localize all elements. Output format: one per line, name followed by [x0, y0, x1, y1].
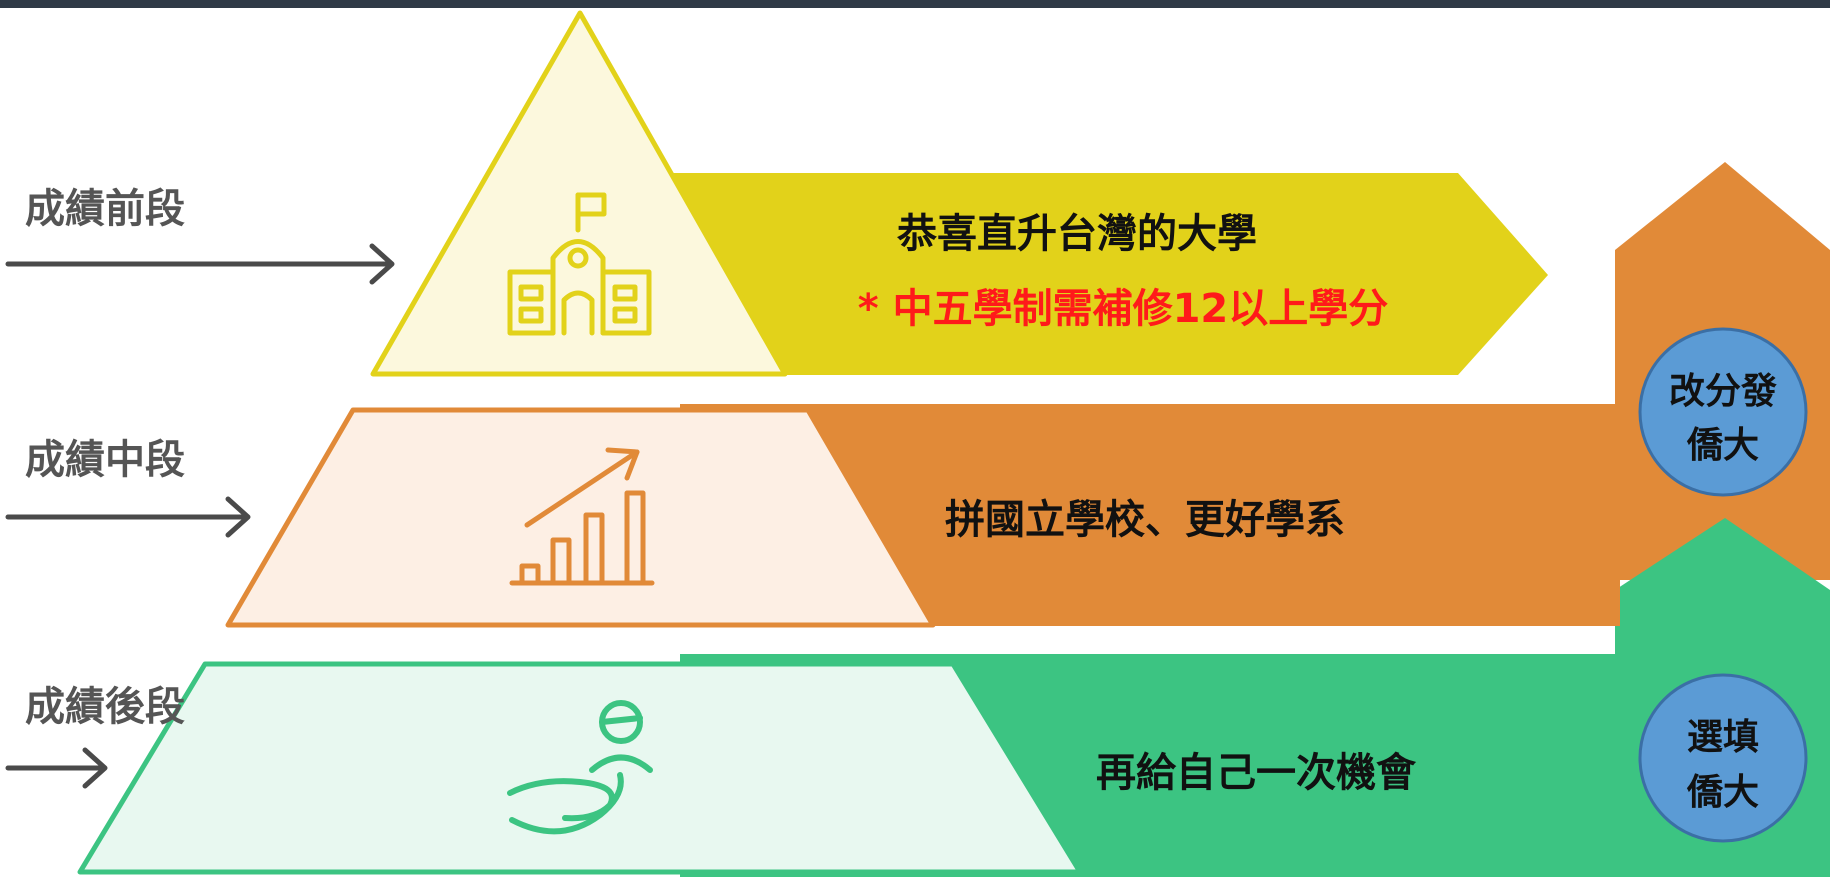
tier-3-side-label: 成績後段 — [25, 684, 185, 730]
tier-1-pointer-arrow — [5, 243, 395, 285]
tier-3-trapezoid-right-fill — [953, 664, 1080, 872]
school-building-icon — [507, 192, 652, 336]
upper-badge-line2: 僑大 — [1686, 425, 1759, 466]
tier-3-banner-text: 再給自己一次機會 — [1096, 750, 1417, 796]
tier-3-pointer-arrow — [5, 747, 108, 789]
lower-badge-line2: 僑大 — [1686, 772, 1759, 813]
upper-badge: 改分發 僑大 — [1638, 327, 1808, 497]
growth-chart-icon — [509, 447, 655, 586]
tier-3-trapezoid — [77, 661, 1083, 875]
lower-badge-line1: 選填 — [1687, 717, 1759, 758]
helping-hand-icon — [507, 700, 653, 835]
tier-2-banner-text: 拼國立學校、更好學系 — [945, 497, 1345, 543]
tier-1-banner-arrow — [672, 173, 1548, 375]
top-bar — [0, 0, 1830, 8]
tier-1-note-text: * 中五學制需補修12以上學分 — [858, 286, 1389, 332]
tier-2-side-label: 成績中段 — [25, 437, 185, 483]
tier-1-side-label: 成績前段 — [25, 186, 185, 232]
upper-badge-line1: 改分發 — [1669, 371, 1777, 412]
tier-2-pointer-arrow — [5, 496, 251, 538]
lower-badge: 選填 僑大 — [1638, 673, 1808, 843]
tier-2-trapezoid-right-fill — [808, 410, 933, 625]
tier-1-banner-text: 恭喜直升台灣的大學 — [896, 211, 1257, 257]
